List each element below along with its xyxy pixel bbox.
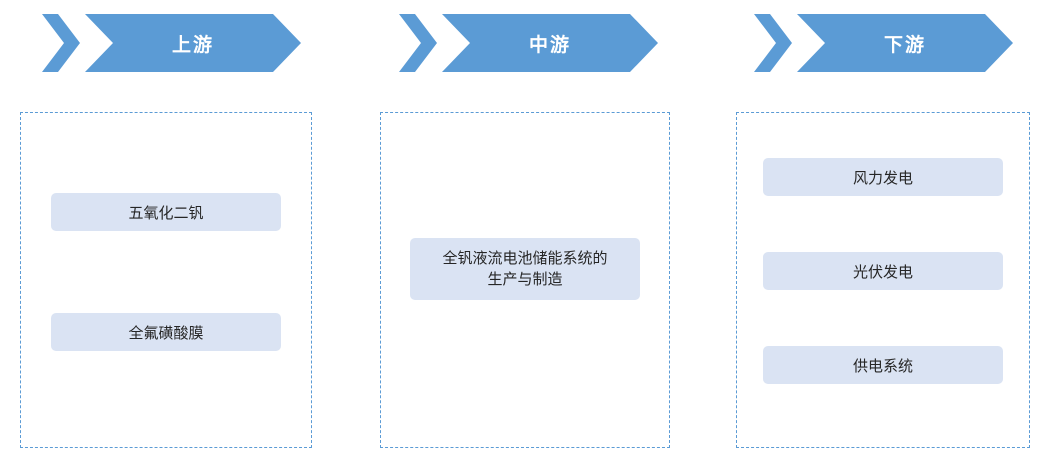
upstream-banner: 上游 bbox=[85, 14, 301, 72]
item-label: 五氧化二钒 bbox=[128, 204, 204, 222]
item-label: 风力发电 bbox=[852, 169, 913, 187]
upstream-panel: 五氧化二钒 全氟磺酸膜 bbox=[20, 112, 312, 448]
upstream-header-label: 上游 bbox=[171, 34, 214, 56]
downstream-item-box-3: 供电系统 bbox=[763, 346, 1003, 384]
upstream-item-box-1: 五氧化二钒 bbox=[51, 193, 281, 231]
midstream-banner: 中游 bbox=[442, 14, 658, 72]
item-label: 全钒液流电池储能系统的生产与制造 bbox=[442, 250, 608, 288]
downstream-item-box-1: 风力发电 bbox=[763, 158, 1003, 196]
midstream-chevron-icon bbox=[399, 14, 437, 72]
upstream-item-box-2: 全氟磺酸膜 bbox=[51, 313, 281, 351]
downstream-header-arrow: 下游 bbox=[754, 14, 1013, 72]
downstream-banner: 下游 bbox=[797, 14, 1013, 72]
midstream-panel: 全钒液流电池储能系统的生产与制造 bbox=[380, 112, 670, 448]
upstream-chevron-icon bbox=[42, 14, 80, 72]
downstream-chevron-icon bbox=[754, 14, 792, 72]
item-label: 全氟磺酸膜 bbox=[128, 324, 204, 342]
midstream-header-label: 中游 bbox=[528, 34, 571, 56]
downstream-panel: 风力发电 光伏发电 供电系统 bbox=[736, 112, 1030, 448]
item-label: 光伏发电 bbox=[852, 263, 913, 281]
midstream-item-box-1: 全钒液流电池储能系统的生产与制造 bbox=[410, 238, 640, 300]
downstream-item-box-2: 光伏发电 bbox=[763, 252, 1003, 290]
midstream-header-arrow: 中游 bbox=[399, 14, 658, 72]
upstream-header-arrow: 上游 bbox=[42, 14, 301, 72]
item-label: 供电系统 bbox=[852, 357, 913, 375]
downstream-header-label: 下游 bbox=[883, 34, 926, 56]
